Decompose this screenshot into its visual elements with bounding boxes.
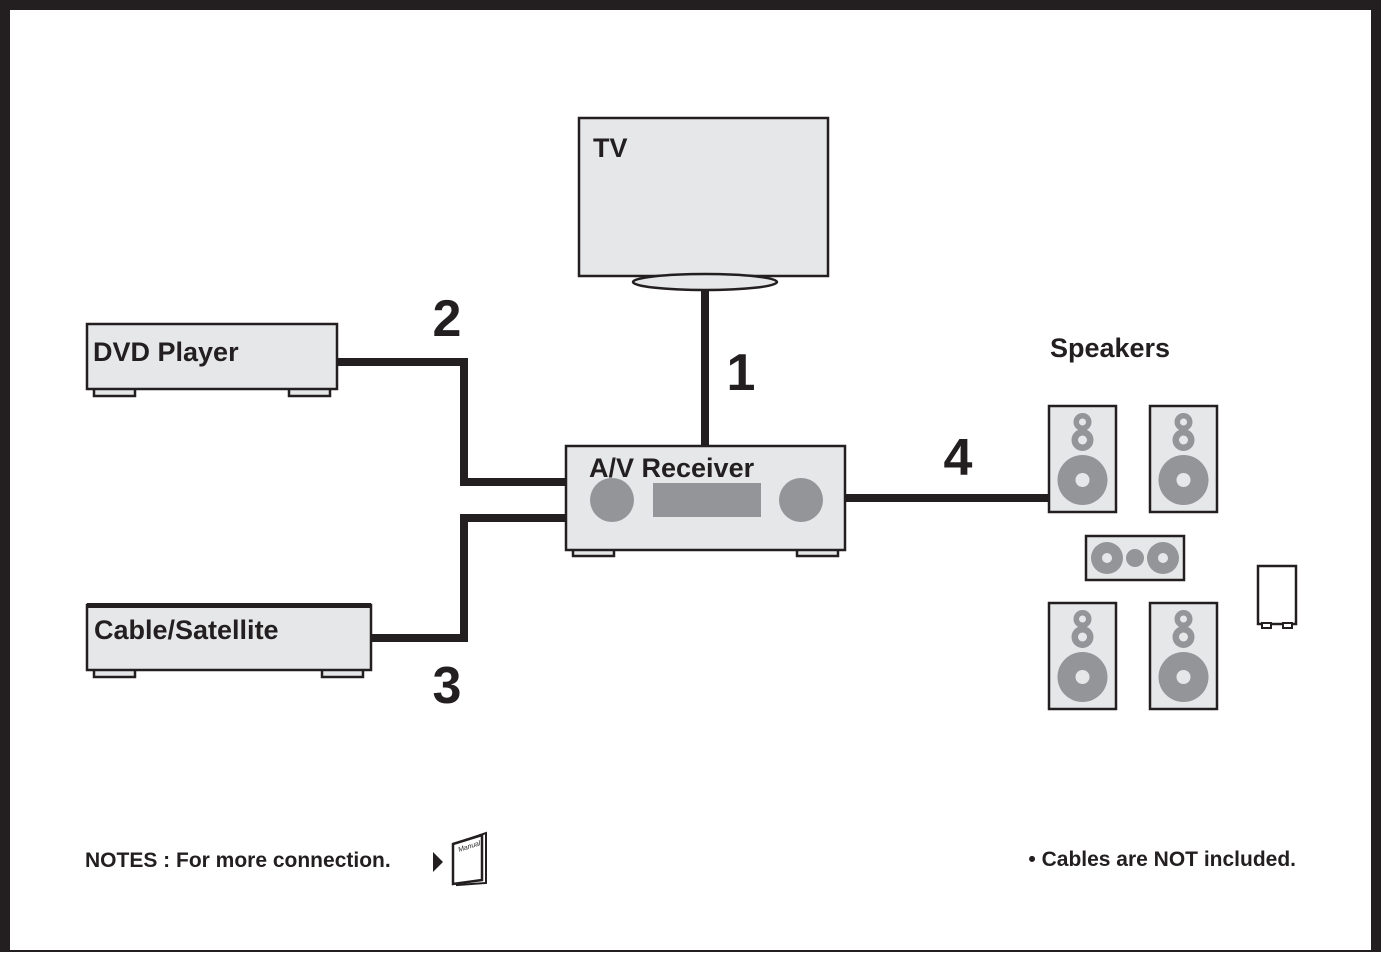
cable-satellite-label: Cable/Satellite — [94, 615, 279, 645]
receiver-label: A/V Receiver — [589, 453, 755, 483]
cables-note: • Cables are NOT included. — [1028, 848, 1296, 871]
tv-label: TV — [593, 133, 628, 163]
dvd-player-device: DVD Player — [85, 322, 339, 398]
center-speaker-icon — [1084, 534, 1186, 582]
speaker-icon — [1047, 601, 1118, 711]
receiver-display — [653, 483, 761, 517]
receiver-device: A/V Receiver — [564, 444, 847, 558]
cables — [338, 287, 1049, 642]
speakers-label: Speakers — [1050, 333, 1170, 363]
notes-text: NOTES : For more connection. — [85, 849, 391, 872]
arrow-right-icon — [433, 852, 443, 872]
cable-satellite-device: Cable/Satellite — [85, 603, 373, 679]
tv-device: TV — [577, 116, 830, 292]
subwoofer-icon — [1256, 564, 1298, 629]
speaker-icon — [1047, 404, 1118, 514]
speaker-icon — [1148, 601, 1219, 711]
cable-2 — [338, 358, 566, 486]
cable-3 — [371, 514, 566, 642]
receiver-knob-left — [590, 478, 634, 522]
manual-book-icon: Manual — [451, 831, 487, 887]
cable-body — [85, 603, 373, 672]
tv-stand — [631, 272, 779, 292]
dvd-player-label: DVD Player — [93, 337, 239, 367]
cable-top-edge — [87, 603, 371, 608]
connection-number-1: 1 — [727, 344, 756, 402]
speaker-icon — [1148, 404, 1219, 514]
receiver-knob-right — [779, 478, 823, 522]
connection-number-3: 3 — [433, 657, 462, 715]
connection-number-4: 4 — [944, 429, 973, 487]
dvd-body — [85, 322, 339, 391]
connection-number-2: 2 — [433, 290, 462, 348]
speaker-system — [1047, 404, 1298, 711]
